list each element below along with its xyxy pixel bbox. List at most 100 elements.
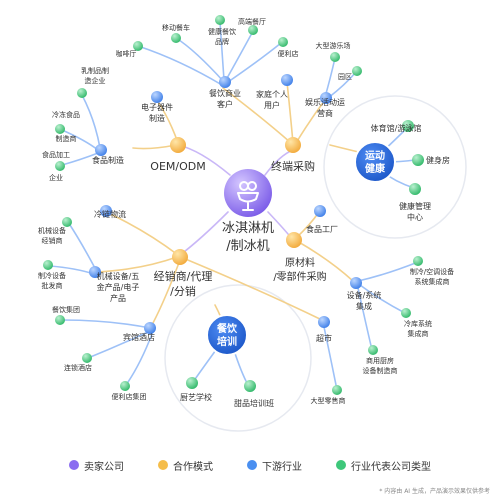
supermarket-node	[318, 316, 330, 328]
coldchain-label: 冷链物流	[94, 209, 126, 219]
electronics-label-line1: 电子器件	[141, 102, 173, 112]
legend-item-downstream: 下游行业	[247, 458, 302, 473]
machinery-label-line2: 金产品/电子	[97, 282, 140, 292]
convgroup-node	[120, 381, 130, 391]
training-badge-line1: 餐饮	[216, 322, 238, 335]
machinery-node	[89, 266, 101, 278]
dessert-node	[244, 380, 256, 392]
hotel-label: 宾馆酒店	[123, 332, 155, 342]
dairy-label-line1: 乳制品制	[81, 66, 109, 75]
healthy-node	[215, 15, 225, 25]
healthmgmt-label-line2: 中心	[407, 212, 423, 222]
foodproc-node	[55, 161, 65, 171]
electronics-node	[151, 91, 163, 103]
legend-item-representative: 行业代表公司类型	[336, 458, 431, 473]
healthmgmt-node	[409, 183, 421, 195]
gym-label-line1: 体育馆	[371, 123, 395, 133]
materials-label-line2: /零部件采购	[273, 270, 326, 283]
dealer-node	[172, 249, 188, 265]
kitchen-node	[368, 345, 378, 355]
chainhotel-label: 连锁酒店	[64, 363, 92, 372]
acintegrator-label-line2: 系统集成商	[415, 277, 450, 286]
convgroup-label: 便利店集团	[112, 392, 147, 401]
amusement-label: 大型游乐场	[316, 41, 351, 50]
amusement-node	[330, 52, 340, 62]
coldwholesale-node	[43, 260, 53, 270]
foodproc-label-line1: 食品加工	[42, 150, 70, 159]
healthmgmt-label-line1: 健康管理	[399, 201, 431, 211]
coffee-label: 咖啡厅	[116, 49, 137, 58]
terminal-label: 终端采购	[271, 159, 315, 173]
foodproc-label-line2: 企业	[49, 173, 63, 182]
kitchen-label-line1: 商用厨房	[366, 356, 394, 365]
acintegrator-label-line1: 制冷/空调设备	[410, 267, 454, 276]
coldwholesale-label-line2: 批发商	[42, 281, 63, 290]
catering-label-line1: 餐饮商业	[209, 88, 241, 98]
bigretail-node	[332, 385, 342, 395]
gym-label: 体育馆/游泳馆	[371, 123, 422, 133]
healthy-label-line1: 健康餐饮	[208, 27, 236, 36]
cateringgroup-label: 餐饮集团	[52, 305, 80, 314]
fitness-node	[412, 154, 424, 166]
foodtruck-label: 移动餐车	[162, 23, 190, 32]
frozen-label-line1: 冷冻食品	[52, 110, 80, 119]
foodtruck-node	[171, 33, 181, 43]
gym-node	[402, 120, 414, 132]
entertainment-label-line1: 娱乐活动运	[305, 97, 345, 107]
coldsystem-label-line2: 集成商	[408, 329, 429, 338]
supermarket-label: 超市	[316, 333, 332, 343]
legend-dot-green	[336, 460, 346, 470]
machdealer-node	[62, 217, 72, 227]
food-factory-label: 食品工厂	[306, 224, 338, 234]
materials-label-line1: 原材料	[285, 256, 315, 269]
coffee-node	[133, 41, 143, 51]
equipment-label-line2: 集成	[356, 301, 372, 311]
legend-dot-purple	[69, 460, 79, 470]
chefschool-node	[186, 377, 198, 389]
ai-footnote: * 内容由 AI 生成，产品演示效果仅供参考	[379, 488, 490, 495]
dairy-label-line2: 造企业	[85, 76, 106, 85]
chefschool-label: 厨艺学校	[180, 392, 212, 402]
park-label: 园区	[338, 73, 352, 81]
park-node	[352, 66, 362, 76]
legend-dot-blue	[247, 460, 257, 470]
machinery-label-line1: 机械设备/五	[97, 271, 140, 281]
frozen-label-line2: 制造商	[56, 134, 77, 143]
gym-label-line2: /游泳馆	[395, 123, 422, 133]
machdealer-label-line2: 经销商	[42, 236, 63, 245]
dairy-node	[77, 88, 87, 98]
acintegrator-node	[413, 256, 423, 266]
sports-badge	[354, 141, 396, 183]
terminal-node	[285, 137, 301, 153]
catering-label-line2: 客户	[217, 99, 233, 109]
training-badge	[206, 314, 248, 356]
machinery-label-line3: 产品	[110, 293, 126, 303]
coldsystem-node	[401, 308, 411, 318]
catering-training-circle	[164, 284, 312, 432]
dealer-label-line2: /分销	[170, 284, 196, 298]
dessert-label: 甜品培训班	[234, 398, 274, 408]
legend-item-seller: 卖家公司	[69, 458, 124, 473]
conv-top-node	[278, 37, 288, 47]
legend-dot-orange	[158, 460, 168, 470]
legend-label-mode: 合作模式	[173, 461, 213, 473]
oem-node	[170, 137, 186, 153]
catering-node	[219, 76, 231, 88]
individual-node	[281, 74, 293, 86]
legend-label-representative: 行业代表公司类型	[351, 461, 431, 473]
equipment-node	[350, 277, 362, 289]
sports-badge-line2: 健康	[365, 162, 386, 175]
training-badge-line2: 培训	[217, 335, 237, 348]
oem-label: OEM/ODM	[150, 160, 205, 173]
materials-node	[286, 232, 302, 248]
ice-cream-icon	[237, 181, 259, 211]
hotel-node	[144, 322, 156, 334]
cateringgroup-node	[55, 315, 65, 325]
entertainment-label-line2: 营商	[317, 108, 333, 118]
coldwholesale-label-line1: 制冷设备	[38, 271, 66, 280]
coldchain-node	[100, 205, 112, 217]
coldsystem-label-line1: 冷库系统	[404, 319, 432, 328]
fitness-label: 健身房	[426, 155, 450, 165]
machdealer-label-line1: 机械设备	[38, 226, 66, 235]
